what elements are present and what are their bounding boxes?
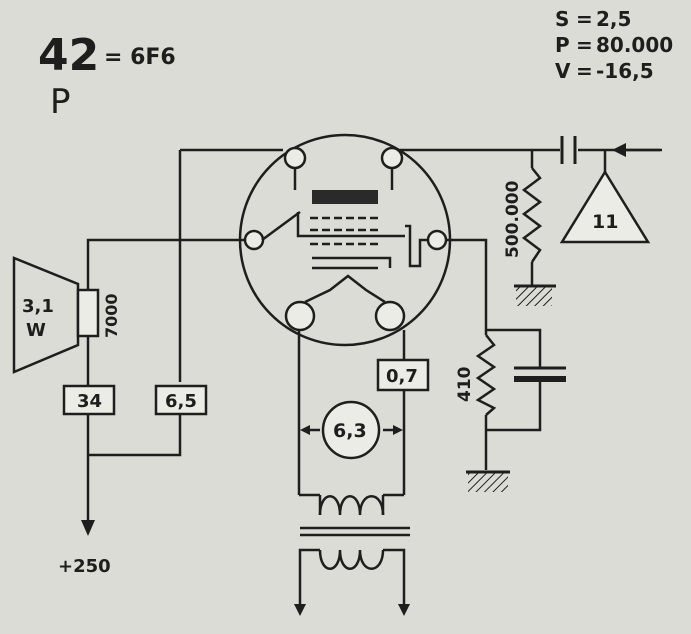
supply-terminal: +250 bbox=[58, 520, 111, 577]
box-speaker-voltage-label: 34 bbox=[77, 391, 102, 412]
tube-internal-wiring bbox=[261, 168, 428, 268]
cathode-resistor-zigzag bbox=[475, 334, 497, 416]
spec-list: S = 2,5 P = 80.000 V = -16,5 bbox=[555, 7, 673, 83]
speaker: 3,1 W 7000 bbox=[12, 256, 121, 374]
cathode-resistor-value: 410 bbox=[455, 366, 475, 402]
speaker-power: 3,1 bbox=[22, 296, 54, 317]
wire-bypass-cap bbox=[486, 328, 542, 432]
voltage-boxes: 34 6,5 0,7 bbox=[62, 358, 430, 416]
primary-arrows bbox=[294, 604, 410, 616]
tube-number: 42 bbox=[38, 30, 99, 81]
wire-cathode bbox=[446, 238, 488, 335]
pin-top-right bbox=[380, 146, 404, 170]
heater-voltage-label: 6,3 bbox=[333, 420, 367, 442]
heater-arrows bbox=[300, 425, 403, 435]
wire-junction bbox=[88, 414, 182, 457]
cathode-resistor: 410 bbox=[455, 334, 497, 416]
tube-cathode bbox=[312, 256, 392, 270]
wire-plate bbox=[86, 238, 244, 290]
grid-resistor-zigzag bbox=[521, 167, 543, 263]
bypass-capacitor bbox=[514, 366, 566, 382]
spec-sep-p: = bbox=[576, 33, 593, 57]
tube-envelope bbox=[238, 133, 452, 347]
previous-stage-triangle bbox=[559, 169, 651, 244]
spec-label-s: S bbox=[555, 7, 569, 31]
tube-plate bbox=[312, 190, 378, 204]
supply-arrow bbox=[81, 520, 95, 536]
pin-right bbox=[426, 229, 448, 251]
box-screen-voltage-label: 6,5 bbox=[165, 391, 197, 412]
box-cathode-voltage-label: 0,7 bbox=[386, 366, 418, 387]
pin-left bbox=[243, 229, 265, 251]
transformer-secondary-lead bbox=[318, 495, 385, 515]
box-screen-voltage bbox=[154, 384, 208, 416]
spec-value-v: -16,5 bbox=[596, 59, 654, 83]
ground-grid bbox=[514, 284, 556, 306]
speaker-cone bbox=[12, 256, 80, 374]
coupling-capacitor bbox=[560, 136, 577, 164]
pin-bottom-left bbox=[284, 300, 316, 332]
primary-lead-right bbox=[383, 548, 406, 608]
tube-equivalent: = 6F6 bbox=[104, 45, 176, 70]
ground-cathode bbox=[466, 470, 510, 492]
previous-stage-label: 11 bbox=[592, 211, 618, 233]
spec-sep-s: = bbox=[576, 7, 593, 31]
tube-type-letter: P bbox=[50, 82, 71, 122]
spec-value-s: 2,5 bbox=[596, 7, 631, 31]
speaker-unit: W bbox=[26, 320, 46, 341]
tube-filament bbox=[304, 274, 386, 304]
heater-voltage-circle bbox=[321, 400, 381, 460]
spec-label-p: P bbox=[555, 33, 570, 57]
transformer-primary bbox=[318, 549, 385, 570]
tube bbox=[238, 133, 452, 347]
pin-bottom-right bbox=[374, 300, 406, 332]
pin-top-left bbox=[283, 146, 307, 170]
spec-sep-v: = bbox=[576, 59, 593, 83]
supply-voltage-label: +250 bbox=[58, 556, 111, 577]
previous-stage: 11 bbox=[559, 169, 651, 244]
box-cathode-voltage bbox=[376, 358, 430, 392]
spec-label-v: V bbox=[555, 59, 571, 83]
tube-designation: 42 P = 6F6 bbox=[38, 30, 176, 122]
box-speaker-voltage bbox=[62, 384, 116, 416]
speaker-impedance: 7000 bbox=[102, 293, 121, 338]
grid-resistor-value: 500.000 bbox=[503, 180, 523, 258]
transformer-secondary bbox=[318, 495, 385, 516]
heater-transformer bbox=[298, 495, 410, 608]
primary-lead-left bbox=[298, 548, 320, 608]
speaker-coil bbox=[76, 288, 100, 338]
spec-value-p: 80.000 bbox=[596, 33, 673, 57]
wiring bbox=[86, 148, 660, 520]
heater-voltage-indicator: 6,3 bbox=[321, 400, 381, 460]
input-arrow bbox=[612, 143, 662, 157]
grid-resistor: 500.000 bbox=[503, 167, 543, 263]
